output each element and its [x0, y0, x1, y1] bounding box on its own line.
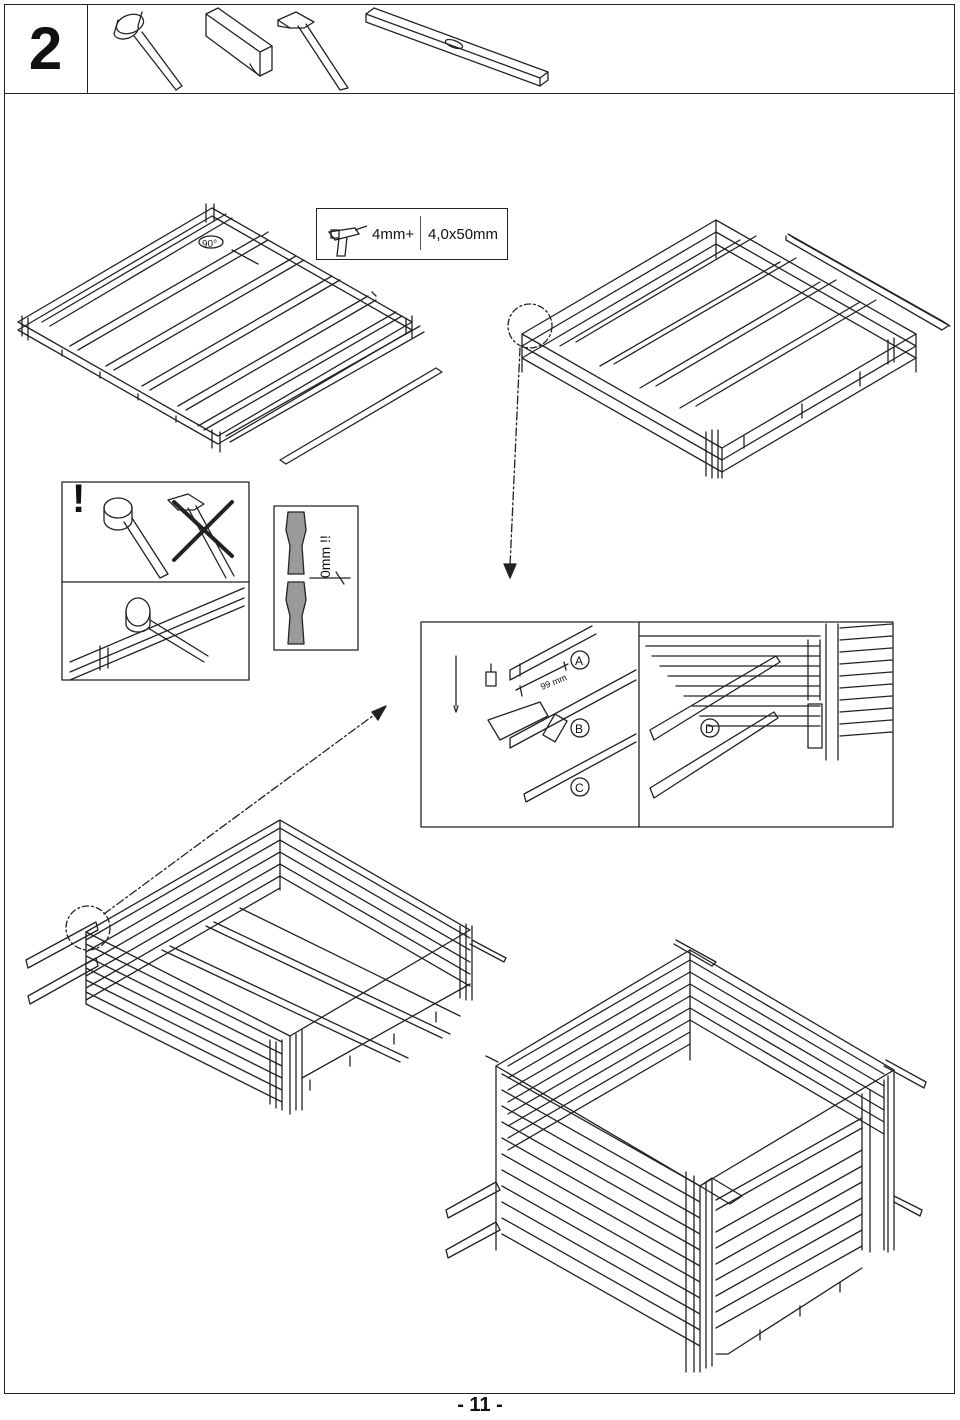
- part-label-c-text: C: [575, 781, 584, 795]
- detail-callout-circle-2: [65, 905, 111, 951]
- part-label-c: [570, 777, 590, 797]
- part-label-a-text: A: [575, 654, 583, 668]
- spec-divider: [420, 216, 421, 250]
- detail-callout-circle: [507, 303, 553, 349]
- part-label-b-text: B: [575, 722, 583, 736]
- rubber-mallet-icon: [113, 11, 183, 91]
- part-label-a: [570, 650, 590, 670]
- gap-detail-panel: [273, 505, 359, 651]
- part-label-d-text: D: [705, 722, 714, 736]
- full-walls-drawing: [445, 939, 927, 1373]
- detail-leader-line-2: [103, 711, 379, 915]
- floor-frame-drawing: [17, 203, 443, 465]
- angle-label: 90°: [202, 239, 217, 250]
- warning-panel: [61, 481, 250, 681]
- leader-arrow-icon-2: [371, 705, 387, 721]
- spirit-level-icon: [365, 7, 549, 87]
- part-label-b: [570, 718, 590, 738]
- page-frame: [4, 4, 955, 1394]
- screw-size: 4,0x50mm: [428, 226, 499, 243]
- tool-header-bar: [4, 4, 955, 94]
- partial-walls-drawing: [25, 819, 507, 1115]
- step-number-cell: 2: [4, 4, 88, 94]
- fastener-spec-box: [316, 208, 508, 260]
- gap-label: 0mm !!: [317, 535, 333, 578]
- hammer-icon: [277, 11, 349, 91]
- first-log-course-drawing: [521, 219, 951, 479]
- page-number: - 11 -: [457, 1394, 503, 1416]
- detail-leader-line: [509, 347, 521, 567]
- step-number: 2: [28, 15, 63, 82]
- drill-icon: [325, 222, 369, 264]
- drill-bit-size: 4mm+: [372, 226, 415, 243]
- tapping-block-icon: [205, 7, 273, 77]
- leader-arrow-icon: [503, 563, 517, 579]
- warning-symbol: !: [72, 477, 85, 521]
- cut-measure-label: 99 mm: [539, 672, 568, 692]
- part-label-d: [700, 718, 720, 738]
- cut-detail-panel: [420, 621, 894, 828]
